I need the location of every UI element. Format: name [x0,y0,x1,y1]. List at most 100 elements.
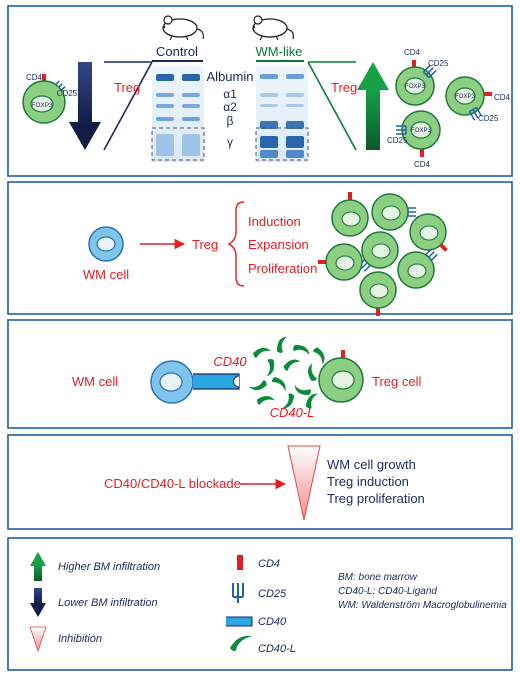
cd25-legend-icon [232,583,244,603]
cd25-label: CD25 [387,136,408,145]
abbrev-wm: WM: Waldenström Macroglobulinemia [338,600,507,611]
band-label-gamma: γ [227,135,233,149]
legend-lower: Lower BM infiltration [58,597,158,609]
gel-band [156,134,174,156]
cd40-label-p3: CD40 [213,354,247,369]
treg-left-label: Treg [114,80,140,95]
effect-induction: Induction [248,214,301,229]
abbrev-cd40l: CD40-L: CD40-Ligand [338,586,437,597]
down-arrow-icon [30,588,46,617]
cd40l-icon [313,347,325,365]
gel-band [182,104,200,108]
p4-effect-1: WM cell growth [327,457,416,472]
wm-cell-icon [150,360,194,404]
gel-band [182,93,200,97]
foxp3-label: FOXP3 [411,128,431,134]
gel-band [260,93,278,97]
wm-cell-label-p3: WM cell [72,374,118,389]
treg-cluster [318,192,448,316]
p4-effect-2: Treg induction [327,474,409,489]
treg-cell-icon: FOXP3 [22,74,66,124]
inhibition-icon [29,626,47,653]
cd40l-legend-icon [230,635,252,652]
blockade-label: CD40/CD40-L blockade [104,476,241,491]
p4-effect-3: Treg proliferation [327,491,425,506]
cd25-label: CD25 [428,59,449,68]
gel-band [286,150,304,158]
cd4-legend-icon [237,555,243,570]
gel-control [152,66,204,162]
cd4-label-left: CD4 [26,73,43,82]
panel-frame-3 [7,319,513,429]
up-arrow-icon [30,552,46,581]
legend-cd4: CD4 [258,558,280,570]
panel-frame-2 [7,181,513,315]
cd40l-icon [253,347,271,358]
inhibition-triangle [287,445,321,521]
panel-frame-1 [7,5,513,177]
foxp3-label: FOXP3 [455,94,475,100]
wm-cell-label-p2: WM cell [83,267,129,282]
band-label-alpha2: α2 [223,100,237,114]
legend-frame [7,537,513,671]
cd40l-icon [308,363,317,381]
gel-band [260,150,278,158]
gel-band [156,117,174,121]
treg-cell-icon [358,231,399,272]
cd4-label: CD4 [414,160,431,169]
gel-band [260,121,278,129]
foxp3-label: FOXP3 [405,84,425,90]
up-arrow-icon [357,62,389,150]
gel-band [156,74,174,81]
wm-cell-icon [88,226,124,262]
panel-frame-4 [7,434,513,530]
cd40-legend-icon [226,616,253,627]
treg-cell-icon: FOXP3 [396,110,441,157]
cd40l-icon [277,336,287,353]
gel-band [156,93,174,97]
treg-cell-icon: FOXP3 [445,76,492,121]
cd40l-icon [293,345,310,355]
treg-cell-icon [318,350,364,403]
mouse-icon [252,15,294,41]
gel-wmlike [256,66,308,162]
gel-band [182,117,200,121]
gel-band [286,136,304,148]
gel-band [286,74,304,79]
gel-band [182,74,200,81]
cd40l-icon [249,380,267,391]
control-label: Control [156,44,198,59]
cd40l-cluster [249,336,325,409]
band-label-alpha1: α1 [223,87,237,101]
foxp3-label: FOXP3 [31,102,53,109]
treg-right-label: Treg [331,80,357,95]
mouse-icon [162,15,204,41]
cd25-label-left: CD25 [57,89,78,98]
gel-band [286,121,304,129]
cd40l-icon [283,359,301,371]
treg-cell-icon [331,192,369,237]
legend-cd40: CD40 [258,616,287,628]
gel-band [286,104,304,107]
treg-cell-icon: FOXP3 [395,60,437,106]
treg-cell-icon [409,213,448,252]
legend-inhibition: Inhibition [58,633,102,645]
gel-band [260,74,278,79]
cd4-label: CD4 [404,48,421,57]
abbrev-bm: BM: bone marrow [338,572,418,583]
treg-cell-icon [359,271,397,316]
cd40l-icon [257,396,275,405]
cd40l-icon [271,376,286,392]
effect-expansion: Expansion [248,237,309,252]
cd40-receptor-icon [193,373,240,390]
gel-band [286,93,304,97]
cd25-label: CD25 [478,114,499,123]
legend-cd40l: CD40-L [258,643,296,655]
cd40l-icon [294,385,311,395]
gel-band [156,104,174,108]
cd40l-icon [281,393,295,409]
gel-band [260,104,278,107]
treg-cell-icon [371,193,416,231]
